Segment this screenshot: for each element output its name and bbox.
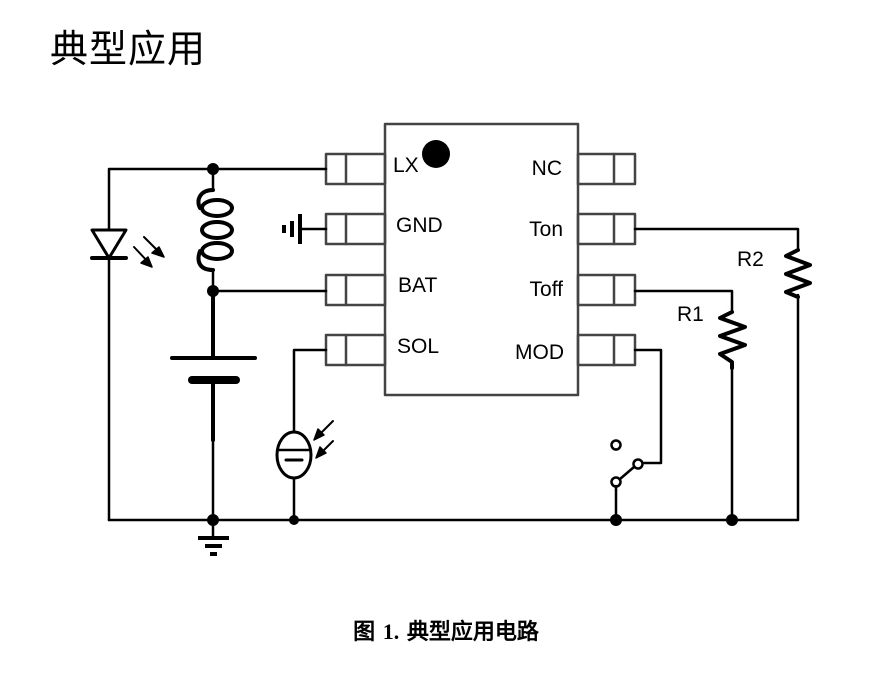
resistor-r1-icon [718,310,747,370]
pin-label-toff: Toff [530,278,564,301]
figure-caption: 图 1. 典型应用电路 [0,614,892,646]
junction-dots [207,163,738,526]
junction-dot [610,514,622,526]
resistor-r2-label: R2 [737,248,764,271]
pin-label-lx: LX [393,154,419,177]
left-pin-bat [324,273,387,307]
pin-label-ton: Ton [529,218,563,241]
battery-icon [170,356,257,384]
junction-dot [726,514,738,526]
caption-prefix: 图 [353,619,376,645]
section-heading: 典型应用 [50,27,207,71]
right-pin-nc [576,152,637,186]
left-pin-lx [324,152,387,186]
caption-number: 1. [382,619,400,644]
junction-dot [207,285,219,297]
right-pin-toff [576,273,637,307]
resistor-r2-icon [784,248,812,299]
photodiode-icon [275,420,334,480]
pin-label-gnd: GND [396,214,443,237]
left-pin-gnd [324,212,387,246]
pin-label-mod: MOD [515,341,564,364]
pin-label-bat: BAT [398,274,437,297]
ic-chip-body [383,122,580,397]
pin-label-sol: SOL [397,335,439,358]
junction-dot [289,515,299,525]
spdt-switch-icon [610,439,644,492]
gnd-pin-ground-icon [282,214,302,244]
pin1-marker [422,140,450,168]
ground-icon [198,536,229,556]
left-pin-sol [324,333,387,367]
led-icon [90,228,165,268]
pin-label-nc: NC [532,157,562,180]
right-pin-mod [576,333,637,367]
wires [107,167,800,540]
resistor-r1-label: R1 [677,303,704,326]
junction-dot [207,514,219,526]
right-pin-ton [576,212,637,246]
junction-dot [207,163,219,175]
inductor-icon [196,188,234,272]
caption-text: 典型应用电路 [406,619,539,645]
